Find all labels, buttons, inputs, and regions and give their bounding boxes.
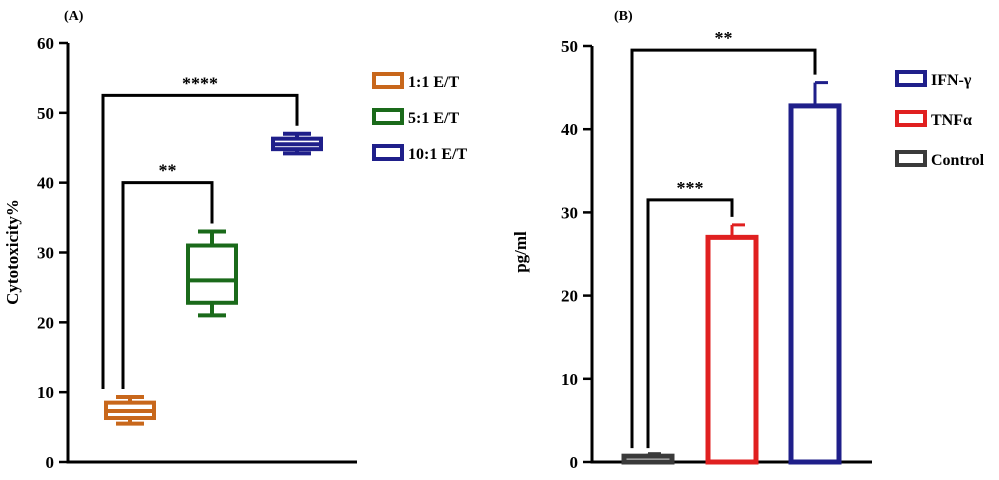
y-tick-label: 20 <box>561 287 578 306</box>
legend-label: TNFα <box>931 112 972 129</box>
panel-b-bars <box>621 81 842 465</box>
panel-b-label: (B) <box>614 9 633 24</box>
legend-swatch <box>895 70 927 87</box>
y-tick-label: 0 <box>46 453 55 472</box>
legend-label: IFN-γ <box>931 72 972 89</box>
bar <box>621 453 675 465</box>
panel-b-y-axis-label: pg/ml <box>511 231 530 273</box>
y-tick-label: 40 <box>37 174 54 193</box>
legend-label: Control <box>931 152 985 169</box>
y-tick-label: 20 <box>37 313 54 332</box>
panel-a-significance: ****** <box>101 73 299 390</box>
significance-label: *** <box>677 178 704 198</box>
bar <box>705 234 759 465</box>
legend-swatch <box>895 150 927 167</box>
legend-label: 1:1 E/T <box>408 74 459 91</box>
significance-bracket <box>630 48 817 449</box>
y-tick-label: 50 <box>561 37 578 56</box>
y-tick-label: 50 <box>37 104 54 123</box>
panel-a-y-axis-label: Cytotoxicity% <box>3 199 22 305</box>
y-tick-label: 10 <box>561 370 578 389</box>
panel-b-significance: ***** <box>630 28 817 449</box>
panel-a-axes: 0 10 20 30 40 50 60 <box>37 34 357 472</box>
significance-label: ** <box>715 28 733 48</box>
significance-bracket <box>101 93 299 390</box>
significance-bracket <box>121 181 214 390</box>
significance-bracket <box>646 198 734 449</box>
y-tick-label: 30 <box>561 203 578 222</box>
legend-label: 5:1 E/T <box>408 110 459 127</box>
legend-label: 10:1 E/T <box>408 146 467 163</box>
legend-swatch <box>895 110 927 127</box>
y-tick-label: 10 <box>37 383 54 402</box>
panel-a-label: (A) <box>64 9 84 24</box>
significance-label: ** <box>159 161 177 181</box>
panel-a-boxes <box>104 131 323 426</box>
y-tick-label: 0 <box>570 453 579 472</box>
y-tick-label: 30 <box>37 244 54 263</box>
bar <box>788 103 842 465</box>
legend-swatch <box>372 144 404 161</box>
y-tick-label: 60 <box>37 34 54 53</box>
legend-swatch <box>372 72 404 89</box>
box-iqr <box>186 243 238 305</box>
legend-swatch <box>372 108 404 125</box>
panel-a-legend: 1:1 E/T 5:1 E/T 10:1 E/T <box>372 72 467 163</box>
significance-label: **** <box>182 73 218 93</box>
y-tick-label: 40 <box>561 120 578 139</box>
